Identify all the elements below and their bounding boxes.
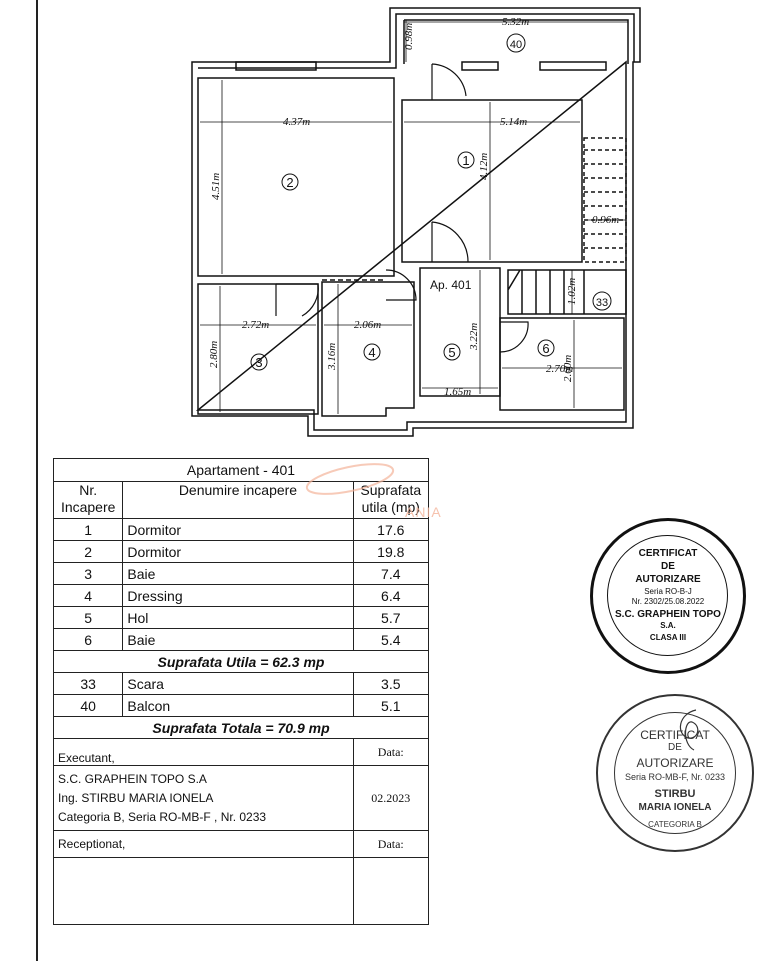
watermark-text: ANIA xyxy=(405,504,442,520)
dim-label: 2.60m xyxy=(562,355,574,382)
door-swing xyxy=(385,269,417,301)
header-name: Denumire incapere xyxy=(122,481,354,519)
svg-text:4: 4 xyxy=(368,345,375,360)
room-4-wall xyxy=(321,281,415,417)
dim-label: 0.96m xyxy=(592,214,619,226)
stair-33 xyxy=(507,269,627,315)
door-swing xyxy=(431,63,467,100)
dim-label: 1.02m xyxy=(566,278,578,305)
executant-label: Executant, xyxy=(53,738,354,766)
room-2-wall xyxy=(197,77,395,277)
header-nr: Nr. Incapere xyxy=(52,481,124,519)
dim-label: 2.06m xyxy=(354,319,381,331)
dim-label: 2.70m xyxy=(546,363,573,375)
grand-area-total: Suprafata Totala = 70.9 mp xyxy=(53,716,429,739)
executant-details: S.C. GRAPHEIN TOPO S.A Ing. STIRBU MARIA… xyxy=(53,765,354,831)
svg-text:6: 6 xyxy=(542,341,549,356)
room-6-wall xyxy=(499,317,625,411)
svg-text:2: 2 xyxy=(286,175,293,190)
room-marker-40: 40 xyxy=(506,33,526,53)
svg-text:40: 40 xyxy=(510,39,522,51)
dim-label: 2.72m xyxy=(242,319,269,331)
room-marker-5: 5 xyxy=(443,343,461,361)
signature-area xyxy=(53,857,354,925)
svg-text:5: 5 xyxy=(448,345,455,360)
dim-label: 4.37m xyxy=(283,116,310,128)
door-swing xyxy=(275,283,319,317)
room-1-wall xyxy=(401,99,583,263)
dim-label: 5.32m xyxy=(502,16,529,28)
date-value: 02.2023 xyxy=(352,765,430,831)
room-marker-6: 6 xyxy=(537,339,555,357)
dim-label: 0.98m xyxy=(403,23,415,50)
interior-stair xyxy=(583,137,627,263)
dim-label: 4.12m xyxy=(478,153,490,180)
signature-date-area xyxy=(352,857,430,925)
dim-label: 5.14m xyxy=(500,116,527,128)
dim-label: 3.16m xyxy=(326,343,338,371)
door-swing xyxy=(431,221,469,263)
svg-text:3: 3 xyxy=(255,355,262,370)
room-marker-1: 1 xyxy=(457,151,475,169)
executant-company: S.C. GRAPHEIN TOPO S.A xyxy=(58,771,207,786)
svg-text:33: 33 xyxy=(596,297,608,309)
floor-plan: 5.32m 0.98m 4.37m 5.14m 4.51m 4.12m 0.96… xyxy=(191,7,641,437)
apartment-label: Ap. 401 xyxy=(430,278,472,292)
outer-wall-inner xyxy=(195,13,635,431)
dim-label: 2.80m xyxy=(208,341,220,368)
company-stamp: CERTIFICAT DE AUTORIZARE Seria RO-B-J Nr… xyxy=(590,518,746,674)
outer-wall xyxy=(191,7,641,437)
room-marker-33: 33 xyxy=(592,291,612,311)
window xyxy=(235,61,317,71)
dim-label: 3.22m xyxy=(468,323,480,351)
data-label: Data: xyxy=(352,738,430,766)
room-area-table: Apartament - 401 Nr. Incapere Denumire i… xyxy=(52,458,430,925)
room-marker-3: 3 xyxy=(250,353,268,371)
dim-label: 4.51m xyxy=(210,173,222,200)
window xyxy=(539,61,607,71)
signature-scribble xyxy=(679,709,699,751)
useful-area-total: Suprafata Utila = 62.3 mp xyxy=(53,650,429,673)
table-title: Apartament - 401 xyxy=(53,458,429,482)
page-left-border xyxy=(36,0,38,961)
svg-text:1: 1 xyxy=(462,153,469,168)
data-label-2: Data: xyxy=(352,830,430,858)
room-3-wall xyxy=(197,283,319,415)
door-swing xyxy=(499,321,529,353)
window xyxy=(461,61,499,71)
room-marker-4: 4 xyxy=(363,343,381,361)
balcony-wall xyxy=(403,19,629,64)
personal-stamp: CERTIFICAT DE AUTORIZARE Seria RO-MB-F, … xyxy=(596,694,754,852)
dim-label: 1.65m xyxy=(444,386,471,398)
room-marker-2: 2 xyxy=(281,173,299,191)
receptionat-label: Receptionat, xyxy=(53,830,354,858)
executant-engineer: Ing. STIRBU MARIA IONELA xyxy=(58,790,214,805)
executant-category: Categoria B, Seria RO-MB-F , Nr. 0233 xyxy=(58,809,267,824)
